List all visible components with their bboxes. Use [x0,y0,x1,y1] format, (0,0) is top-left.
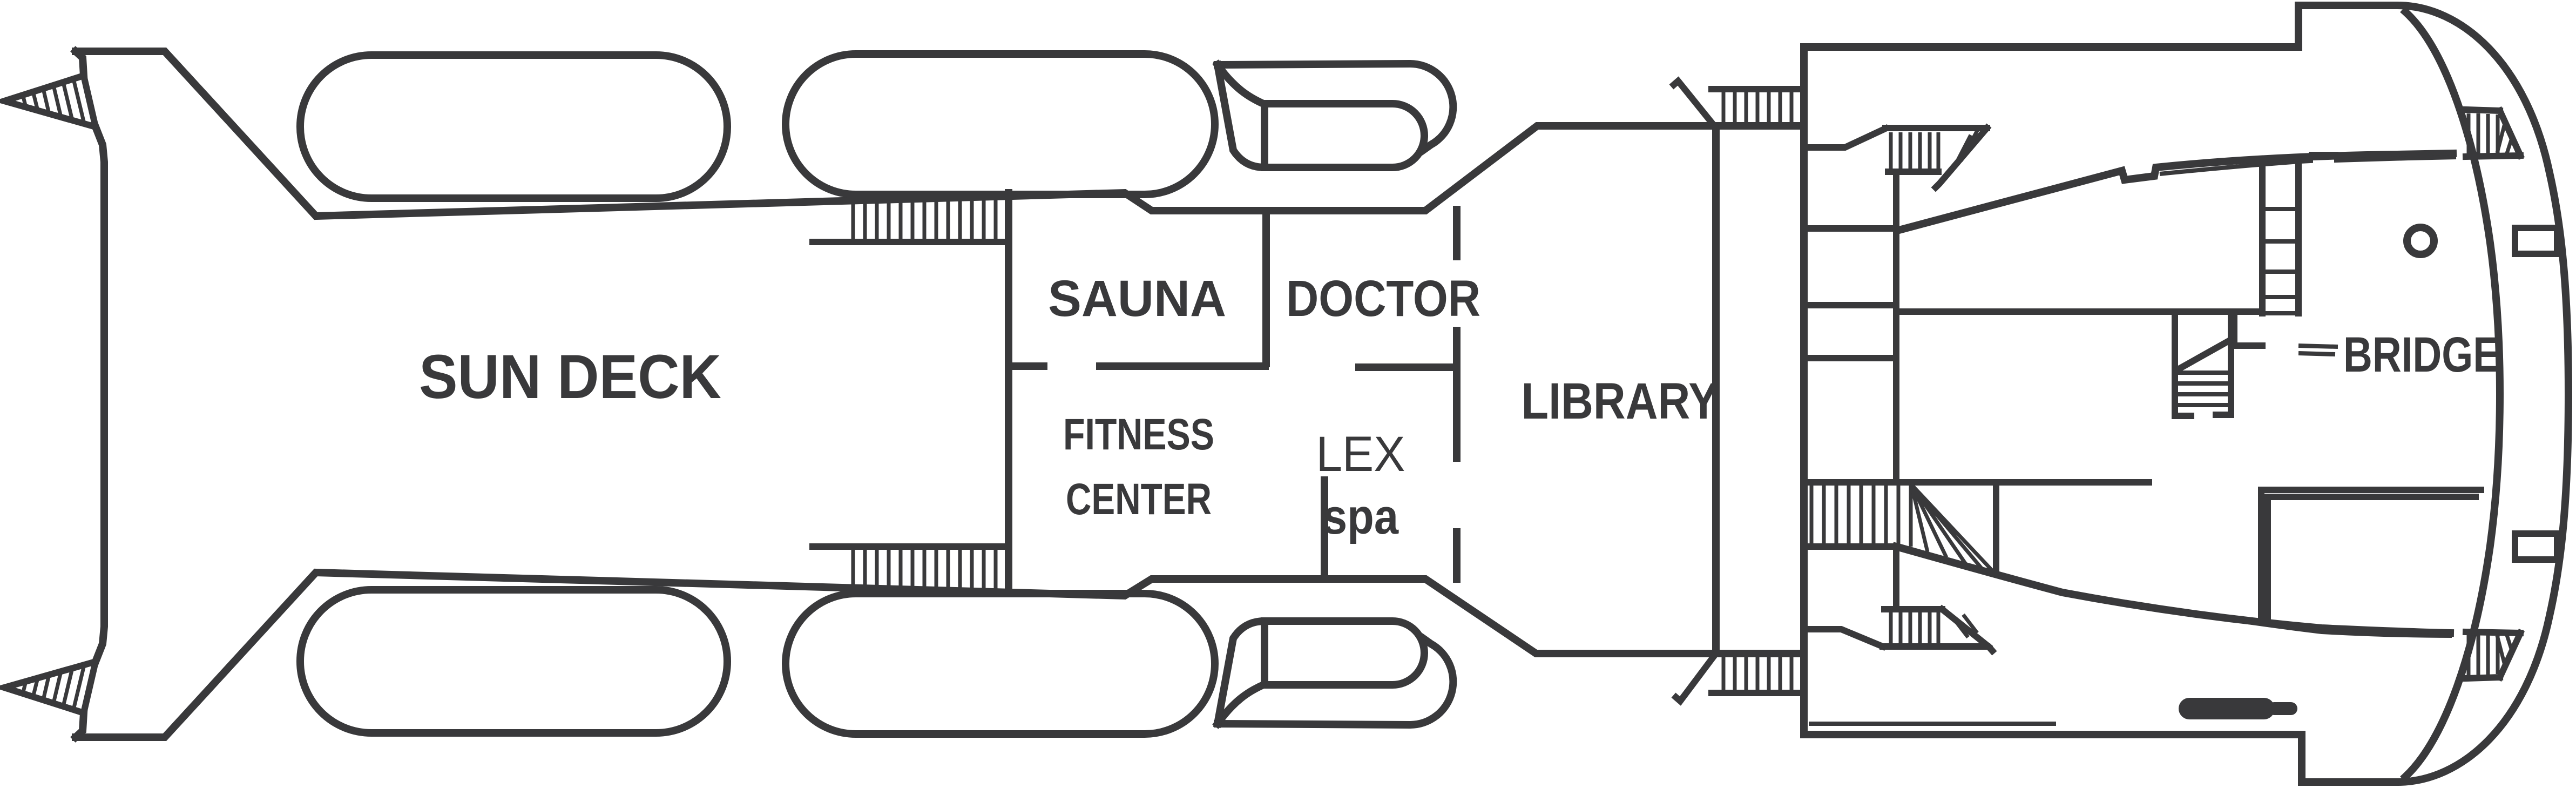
room-label-library: LIBRARY [1522,373,1719,430]
room-label-sauna: SAUNA [1048,270,1226,327]
bow-fitting-bottom [2512,530,2560,563]
stern-hull [70,46,1808,743]
bow-fitting-top [2512,225,2560,257]
deck-stairs-bottom [809,543,1012,592]
bridge-console-side [2231,308,2266,349]
tender-silhouette-nose [2268,702,2297,715]
bridge-outline [1800,2,2305,786]
bow-stairs-bottom [2462,628,2525,682]
bow-stairs-top [2462,106,2525,160]
bridge-cabin-walls [1801,225,2152,550]
bow-outline [2295,2,2573,786]
room-walls [1005,189,1461,597]
stern-stair-wedge-top [0,71,100,132]
junction-stairs-top [1669,76,1807,131]
wheelhouse-room [2258,487,2484,624]
spa-tub-top [1212,59,1457,172]
hull-stern-edge [70,46,108,743]
library-structure [1669,76,1807,706]
deck-stairs-top [809,196,1012,245]
bridge-stairs-lower [1806,604,1997,656]
hull-bottom-edge [72,568,1808,741]
stern-stair-wedge-bottom [0,657,100,717]
room-label-fitness-line2: CENTER [1066,475,1212,524]
junction-stairs-bottom [1671,649,1807,706]
bridge-stairs-upper [1806,123,1992,192]
room-label-sun-deck: SUN DECK [419,342,721,412]
lifeboat-oval-bottom-2 [782,590,1219,738]
sheer-line-lower-inner [2148,604,2452,638]
room-label-lex: LEX [1316,427,1405,482]
bridge-console-lines [2298,344,2338,356]
lifeboat-oval-bottom-1 [296,586,731,737]
bow [2295,2,2573,786]
room-label-fitness-line1: FITNESS [1063,410,1214,459]
bridge-central-staircase [1809,479,1999,577]
lifeboat-oval-top-1 [296,51,731,202]
lifeboat-oval-top-2 [782,50,1219,198]
sheer-line-upper [1894,149,2457,235]
room-label-bridge: BRIDGE [2343,327,2500,382]
bridge-companion-stair [2172,308,2235,419]
windshield-arc [2400,6,2504,782]
room-label-doctor: DOCTOR [1286,270,1480,327]
room-label-spa: spa [1323,489,1399,544]
hull-top-edge [72,48,1808,220]
tender-silhouette [2179,698,2275,719]
spa-tub-bottom [1212,617,1457,729]
bridge-block [1800,2,2484,786]
bridge-ladder [2259,155,2302,316]
compass-circle-icon [2403,224,2438,258]
